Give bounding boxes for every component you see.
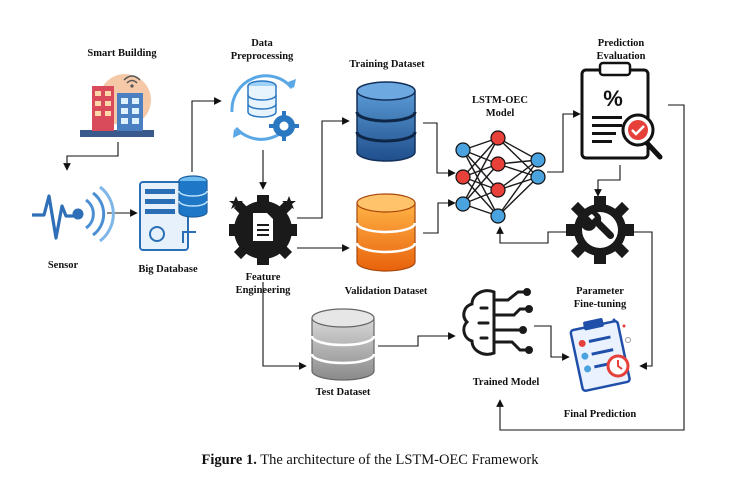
feature-engineering-label-line2: Engineering [236,285,292,296]
final-prediction-clipboard-icon [569,318,631,392]
test-dataset-label: Test Dataset [316,387,371,398]
brain-circuit-icon [462,288,533,356]
validation-dataset-icon [355,193,417,272]
data-preprocessing-label-line1: Data [251,38,273,49]
edge-evaluation-tuning [594,165,621,197]
prediction-evaluation-label-line1: Prediction [598,38,645,49]
feature-engineering-icon [229,195,297,265]
edge-building-sensor [63,142,119,171]
edge-feature-test [262,282,307,370]
edge-feature-training [297,117,350,219]
figure-caption-label: Figure 1. [201,452,257,468]
edge-training-lstm [423,122,456,177]
edge-tuning-final [630,231,653,370]
edge-trained-final [534,325,570,361]
edge-database-preprocessing [191,97,222,172]
test-dataset-icon [310,308,376,381]
parameter-gear-wrench-icon [566,196,634,264]
big-database-icon [139,175,208,251]
feature-engineering-label-line1: Feature [246,272,281,283]
figure-caption: Figure 1. The architecture of the LSTM-O… [0,452,740,469]
parameter-tuning-label-line1: Parameter [576,286,624,297]
edge-evaluation-trained [496,104,685,431]
validation-dataset-label: Validation Dataset [345,286,428,297]
lstm-oec-label-line1: LSTM-OEC [472,95,528,106]
edge-tuning-lstm [496,226,568,244]
sensor-icon [32,185,115,243]
edge-lstm-evaluation [547,110,581,173]
neural-network-icon [455,130,546,224]
edge-validation-lstm [423,199,456,234]
final-prediction-label: Final Prediction [564,409,637,420]
parameter-tuning-label-line2: Fine-tuning [574,299,627,310]
data-preprocessing-icon [230,74,299,141]
connectors [63,97,685,431]
trained-model-label: Trained Model [473,377,540,388]
training-dataset-label: Training Dataset [349,59,425,70]
sensor-label: Sensor [48,260,79,271]
training-dataset-icon [355,81,417,162]
edge-test-trained [378,332,456,347]
big-database-label: Big Database [138,264,198,275]
figure-caption-text: The architecture of the LSTM-OEC Framewo… [256,452,539,468]
lstm-oec-label-line2: Model [486,108,515,119]
percent-symbol: % [603,86,623,111]
smart-building-icon [80,74,154,137]
data-preprocessing-label-line2: Preprocessing [231,51,294,62]
smart-building-label: Smart Building [87,48,157,59]
clipboard-evaluation-icon: % [580,61,663,160]
prediction-evaluation-label-line2: Evaluation [596,51,645,62]
